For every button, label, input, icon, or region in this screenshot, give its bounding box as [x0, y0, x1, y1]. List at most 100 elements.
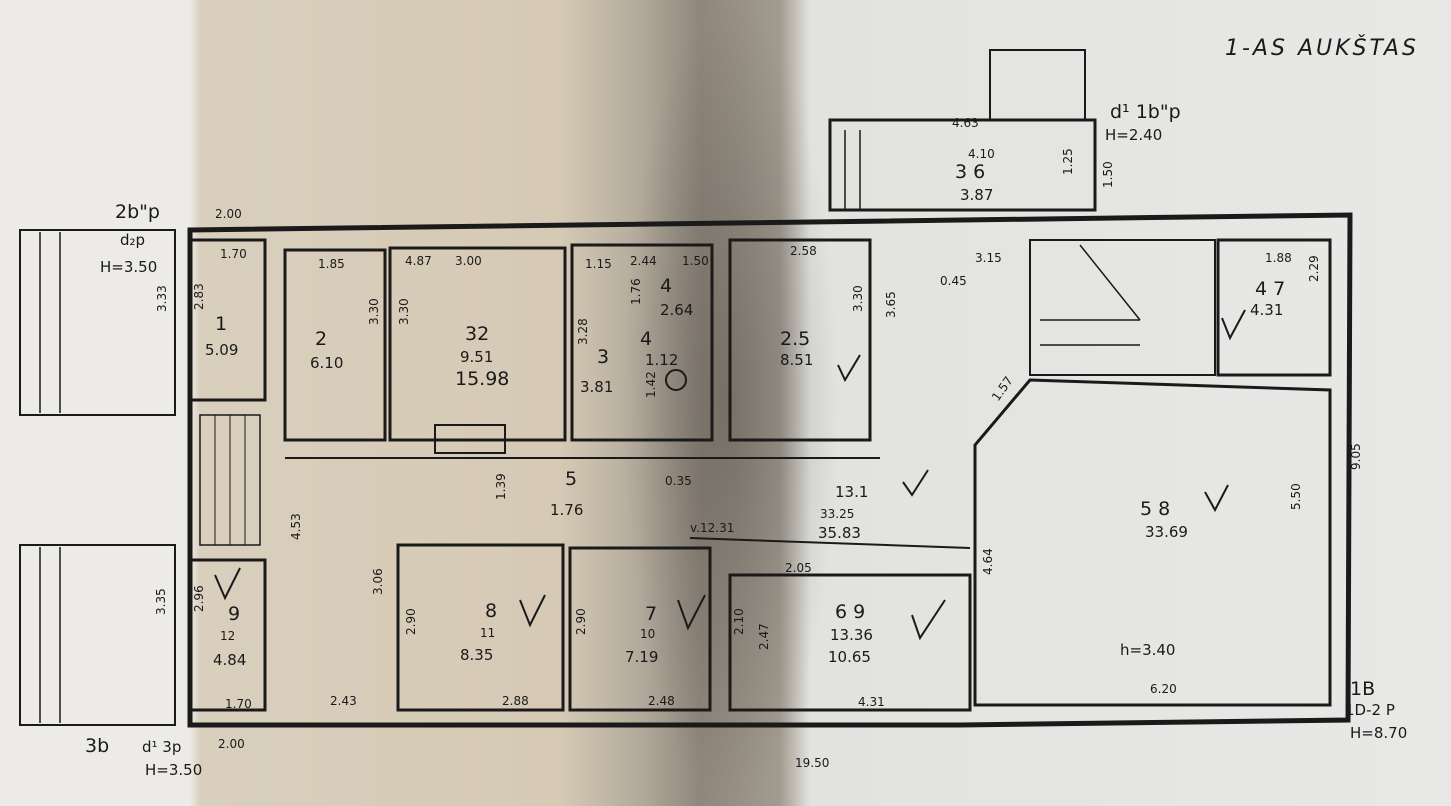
room-num: 4 7	[1255, 278, 1285, 300]
left-top-height: H=3.50	[100, 258, 157, 276]
room-area: 4.31	[1250, 301, 1283, 319]
room-area: 12	[220, 629, 235, 643]
room-num: 2.5	[780, 328, 810, 350]
dim-label: 0.45	[940, 274, 967, 288]
room-area: 33.25	[820, 507, 854, 521]
dim-label: 4.64	[981, 548, 995, 575]
room-area: 6.10	[310, 354, 343, 372]
dim-label: 2.90	[404, 608, 418, 635]
dim-label: 2.96	[192, 585, 206, 612]
room-area: 33.69	[1145, 523, 1188, 541]
room-area-2: 15.98	[455, 368, 509, 390]
dim-label: 4.63	[952, 116, 979, 130]
left-bottom-sub: d¹ 3p	[142, 738, 181, 756]
dim-label: 4.53	[289, 513, 303, 540]
room-area-2: 10.65	[828, 648, 871, 666]
room-area: 3.81	[580, 378, 613, 396]
dim-label: 4.10	[968, 147, 995, 161]
room-area: 3.87	[960, 186, 993, 204]
dim-label: 9.05	[1349, 443, 1363, 470]
left-bottom-code: 3b	[85, 735, 109, 757]
dim-label: 4.31	[858, 695, 885, 709]
room-area-2: 8.35	[460, 646, 493, 664]
elevation-mark: v.12.31	[690, 521, 734, 535]
left-top-code: 2b"p	[115, 201, 160, 223]
room-num: 9	[228, 603, 240, 625]
room-num: 4	[660, 275, 672, 297]
room-num: 8	[485, 600, 497, 622]
dim-label: 1.42	[644, 371, 658, 398]
right-top-height: H=2.40	[1105, 126, 1162, 144]
dim-label: 19.50	[795, 756, 829, 770]
room-area-2: 7.19	[625, 648, 658, 666]
room-num: 3 6	[955, 161, 985, 183]
dim-label: 1.25	[1061, 148, 1075, 175]
dim-label: 3.30	[367, 298, 381, 325]
dim-label: 2.47	[757, 623, 771, 650]
room-num: 4	[640, 328, 652, 350]
room-area-2: 35.83	[818, 524, 861, 542]
dim-label: 1.85	[318, 257, 345, 271]
room-num: 5 8	[1140, 498, 1170, 520]
room-area: 1.76	[550, 501, 583, 519]
dim-label: 3.06	[371, 568, 385, 595]
dim-label: 1.70	[220, 247, 247, 261]
dim-label: 1.76	[629, 278, 643, 305]
dimension-labels: 2.00 1.70 1.85 4.87 3.00 1.15 2.44 1.50 …	[154, 116, 1363, 770]
dim-label: 2.29	[1307, 255, 1321, 282]
dim-label: 1.88	[1265, 251, 1292, 265]
right-top-code: d¹ 1b"p	[1110, 101, 1181, 123]
right-bottom-sub: 1D-2 P	[1345, 701, 1395, 719]
room-area: 2.64	[660, 301, 693, 319]
dim-label: 4.87	[405, 254, 432, 268]
dim-label: 2.00	[218, 737, 245, 751]
dim-label: 1.50	[682, 254, 709, 268]
room-area: 8.51	[780, 351, 813, 369]
dim-label: 5.50	[1289, 483, 1303, 510]
dim-label: 1.70	[225, 697, 252, 711]
check-marks	[214, 309, 1246, 641]
right-bottom-code: 1B	[1350, 678, 1375, 700]
dim-label: 1.39	[494, 473, 508, 500]
room-num: 3	[597, 346, 609, 368]
room-num: 2	[315, 328, 327, 350]
dim-label: 3.30	[397, 298, 411, 325]
room-num: 32	[465, 323, 489, 345]
left-top-sub: d₂p	[120, 231, 145, 249]
room-area: 1.12	[645, 351, 678, 369]
dim-label: 3.33	[155, 285, 169, 312]
room-area: 11	[480, 626, 495, 640]
dim-label: 2.83	[192, 283, 206, 310]
dim-label: 3.35	[154, 588, 168, 615]
dim-label: 1.50	[1101, 161, 1115, 188]
room-area: 10	[640, 627, 655, 641]
dim-label: 6.20	[1150, 682, 1177, 696]
dim-label: 3.28	[576, 318, 590, 345]
room-area-2: 4.84	[213, 651, 246, 669]
room-area: 13.36	[830, 626, 873, 644]
room-num: 6 9	[835, 601, 865, 623]
dim-label: 0.35	[665, 474, 692, 488]
room-labels: 1 5.09 2 6.10 32 9.51 15.98 3 3.81 4 2.6…	[205, 161, 1285, 669]
dim-label: 2.00	[215, 207, 242, 221]
dim-label: 2.90	[574, 608, 588, 635]
right-bottom-height: H=8.70	[1350, 724, 1407, 742]
dim-label: 1.15	[585, 257, 612, 271]
dim-label: 2.58	[790, 244, 817, 258]
dim-label: 3.15	[975, 251, 1002, 265]
dim-label: 3.30	[851, 285, 865, 312]
dim-label: 2.05	[785, 561, 812, 575]
dim-label: 2.44	[630, 254, 657, 268]
dim-label: 2.48	[648, 694, 675, 708]
dim-label: 2.43	[330, 694, 357, 708]
dim-label: 2.10	[732, 608, 746, 635]
room-area: 9.51	[460, 348, 493, 366]
plan-title: 1-AS AUKŠTAS	[1225, 35, 1419, 61]
left-bottom-height: H=3.50	[145, 761, 202, 779]
room-num: 13.1	[835, 483, 868, 501]
dim-label: 3.00	[455, 254, 482, 268]
dim-label: 2.88	[502, 694, 529, 708]
room-height: h=3.40	[1120, 641, 1175, 659]
room-num: 1	[215, 313, 227, 335]
